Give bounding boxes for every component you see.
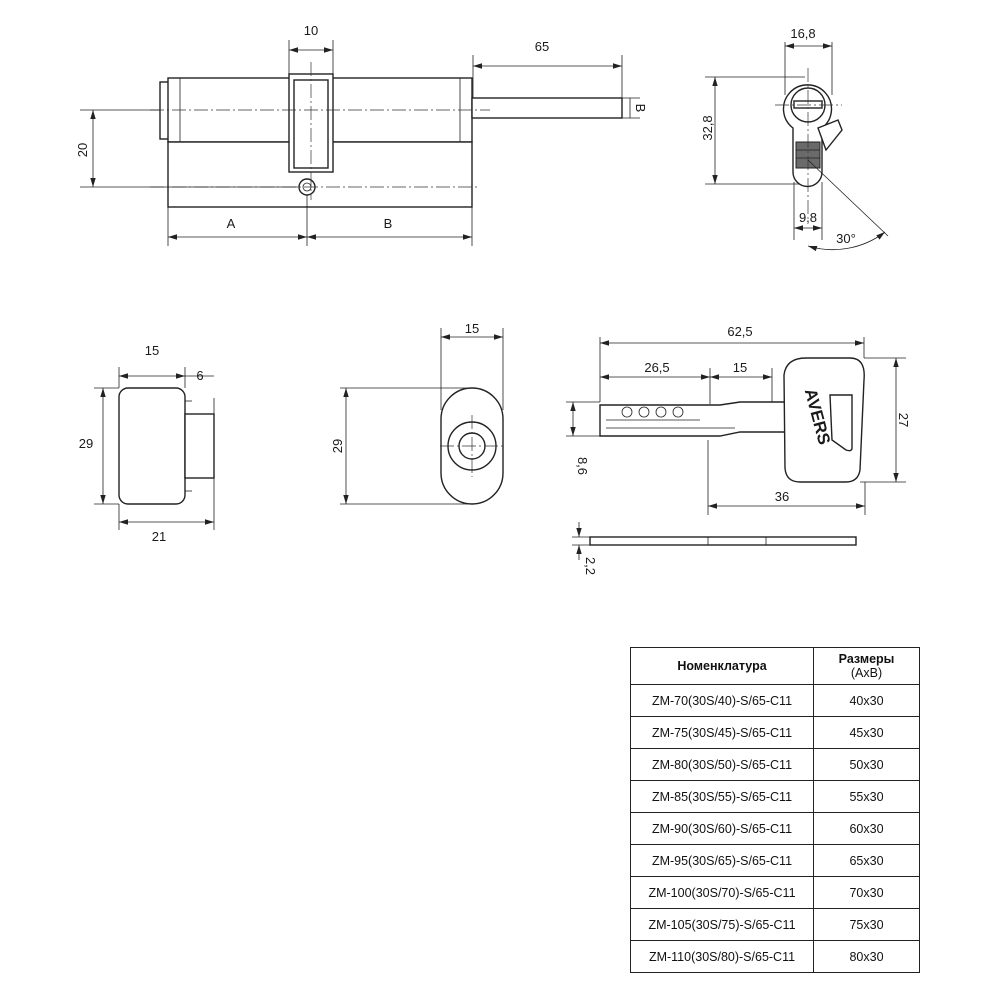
dim-face-height: 29 — [330, 439, 345, 453]
dim-side-a: A — [227, 216, 236, 231]
row-size: 75x30 — [813, 908, 920, 941]
dim-height: 20 — [75, 143, 90, 157]
specification-table: Номенклатура Размеры (AxB) ZM-70(30S/40)… — [630, 647, 920, 973]
dim-cam-height: B — [633, 104, 648, 113]
row-name: ZM-100(30S/70)-S/65-C11 — [630, 876, 814, 909]
row-size: 70x30 — [813, 876, 920, 909]
knob-front-view: 15 29 — [330, 321, 506, 505]
row-size: 55x30 — [813, 780, 920, 813]
row-size: 80x30 — [813, 940, 920, 973]
dim-cam-length: 65 — [535, 39, 549, 54]
dim-key-head-height: 27 — [896, 413, 911, 427]
dim-key-head-length: 36 — [775, 489, 789, 504]
dim-knob-shaft: 6 — [196, 368, 203, 383]
row-size: 65x30 — [813, 844, 920, 877]
dim-key-total: 62,5 — [727, 324, 752, 339]
dim-key-thickness: 2,2 — [583, 557, 598, 575]
row-name: ZM-70(30S/40)-S/65-C11 — [630, 684, 814, 717]
dim-pin-gap: 10 — [304, 23, 318, 38]
dim-knob-total: 21 — [152, 529, 166, 544]
dim-key-blade-height: 8,6 — [575, 457, 590, 475]
row-name: ZM-105(30S/75)-S/65-C11 — [630, 908, 814, 941]
key-head — [783, 357, 865, 483]
knob-body — [118, 387, 186, 505]
header-name: Номенклатура — [630, 647, 814, 685]
dim-side-height: 32,8 — [700, 115, 715, 140]
knob-side-view: 15 6 29 21 — [79, 343, 215, 544]
dim-side-width: 16,8 — [790, 26, 815, 41]
row-name: ZM-80(30S/50)-S/65-C11 — [630, 748, 814, 781]
dim-side-b: B — [384, 216, 393, 231]
row-size: 60x30 — [813, 812, 920, 845]
header-size-sub: (AxB) — [850, 666, 883, 680]
dim-key-mid: 15 — [733, 360, 747, 375]
knob-shaft — [184, 413, 215, 479]
header-size-title: Размеры — [838, 652, 895, 666]
dim-knob-height: 29 — [79, 436, 93, 451]
cylinder-front-view: 10 65 B 20 A B — [75, 23, 648, 246]
row-name: ZM-110(30S/80)-S/65-C11 — [630, 940, 814, 973]
row-size: 40x30 — [813, 684, 920, 717]
row-size: 50x30 — [813, 748, 920, 781]
key-hole — [829, 394, 853, 452]
row-name: ZM-85(30S/55)-S/65-C11 — [630, 780, 814, 813]
table-header-row: Номенклатура Размеры (AxB) — [630, 647, 920, 685]
dim-angle: 30° — [836, 231, 856, 246]
dim-key-blade: 26,5 — [644, 360, 669, 375]
dim-face-width: 15 — [465, 321, 479, 336]
row-name: ZM-75(30S/45)-S/65-C11 — [630, 716, 814, 749]
cylinder-side-view: 16,8 32,8 9,8 30° — [700, 26, 889, 252]
cam-tab — [817, 119, 843, 152]
row-size: 45x30 — [813, 716, 920, 749]
cam-shaft — [471, 97, 623, 119]
row-name: ZM-90(30S/60)-S/65-C11 — [630, 812, 814, 845]
hatched-section — [795, 141, 821, 169]
key-profile — [589, 536, 857, 546]
key-view: AVERS 62,5 26,5 15 27 8,6 36 — [566, 324, 911, 575]
dim-knob-width: 15 — [145, 343, 159, 358]
row-name: ZM-95(30S/65)-S/65-C11 — [630, 844, 814, 877]
dim-side-bottom: 9,8 — [799, 210, 817, 225]
header-size: Размеры (AxB) — [813, 647, 920, 685]
